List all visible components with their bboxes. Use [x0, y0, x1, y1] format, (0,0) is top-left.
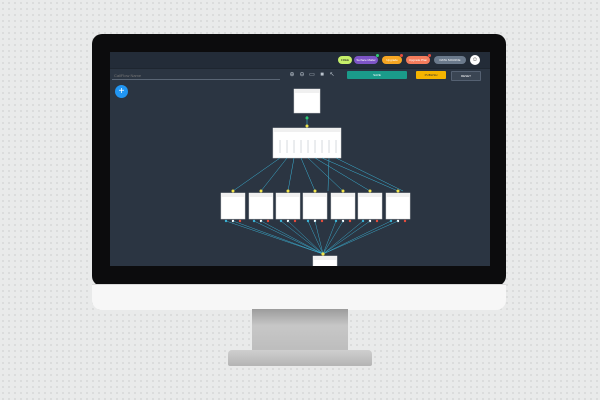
- user-avatar[interactable]: ☺: [470, 55, 480, 65]
- data-source-button[interactable]: DATA SOURCE: [434, 56, 466, 64]
- connector-point[interactable]: [368, 189, 372, 193]
- flow-node-option[interactable]: [357, 192, 383, 220]
- link-group-upper: [232, 157, 404, 192]
- lock-icon[interactable]: ■: [320, 72, 324, 78]
- notification-dot: [400, 54, 403, 57]
- zoom-in-icon[interactable]: ⊕: [289, 72, 295, 78]
- flow-node-option[interactable]: [302, 192, 328, 220]
- flow-node-option[interactable]: [248, 192, 274, 220]
- connector-point[interactable]: [259, 189, 263, 193]
- fit-screen-icon[interactable]: ▭: [309, 72, 315, 78]
- callflow-canvas[interactable]: [110, 52, 490, 266]
- connector-point[interactable]: [341, 189, 345, 193]
- flow-node-menu[interactable]: [272, 127, 342, 159]
- flow-node-start[interactable]: [293, 88, 321, 114]
- connector-point[interactable]: [313, 189, 317, 193]
- reset-button[interactable]: RESET: [451, 71, 481, 81]
- plan-badge[interactable]: FREE: [338, 56, 352, 64]
- flow-node-option[interactable]: [385, 192, 411, 220]
- monitor-stand-base: [228, 350, 372, 366]
- publish-button[interactable]: PUBLISH: [416, 71, 446, 79]
- callflow-name-input[interactable]: [112, 71, 280, 80]
- surface-mailer-button[interactable]: Surface Mailer: [354, 56, 378, 64]
- link-group-lower: [225, 220, 399, 255]
- editor-toolbar: ⊕ ⊖ ▭ ■ ↖ SAVE PUBLISH RESET: [110, 69, 490, 81]
- flow-node-option[interactable]: [220, 192, 246, 220]
- cursor-icon[interactable]: ↖: [329, 72, 335, 78]
- connector-point[interactable]: [305, 124, 309, 128]
- upgrade-plan-button[interactable]: Upgrade Plan: [406, 56, 430, 64]
- connector-point[interactable]: [396, 189, 400, 193]
- connector-point[interactable]: [321, 252, 325, 256]
- flow-node-option[interactable]: [330, 192, 356, 220]
- monitor-chin: [92, 284, 506, 310]
- zoom-out-icon[interactable]: ⊖: [299, 72, 305, 78]
- add-node-button[interactable]: +: [115, 85, 128, 98]
- connector-point[interactable]: [305, 116, 309, 120]
- flow-node-end[interactable]: [312, 255, 338, 266]
- app-screen: FREE Surface Mailer Upgrade Upgrade Plan…: [110, 52, 490, 266]
- connector-point[interactable]: [286, 189, 290, 193]
- save-button[interactable]: SAVE: [347, 71, 407, 79]
- upgrade-button[interactable]: Upgrade: [382, 56, 402, 64]
- flow-node-row: [220, 192, 411, 220]
- monitor-stand-neck: [252, 309, 348, 351]
- user-icon: ☺: [471, 57, 479, 63]
- connector-point[interactable]: [231, 189, 235, 193]
- flow-node-option[interactable]: [275, 192, 301, 220]
- notification-dot: [428, 54, 431, 57]
- notification-dot: [376, 54, 379, 57]
- top-bar: FREE Surface Mailer Upgrade Upgrade Plan…: [110, 52, 490, 69]
